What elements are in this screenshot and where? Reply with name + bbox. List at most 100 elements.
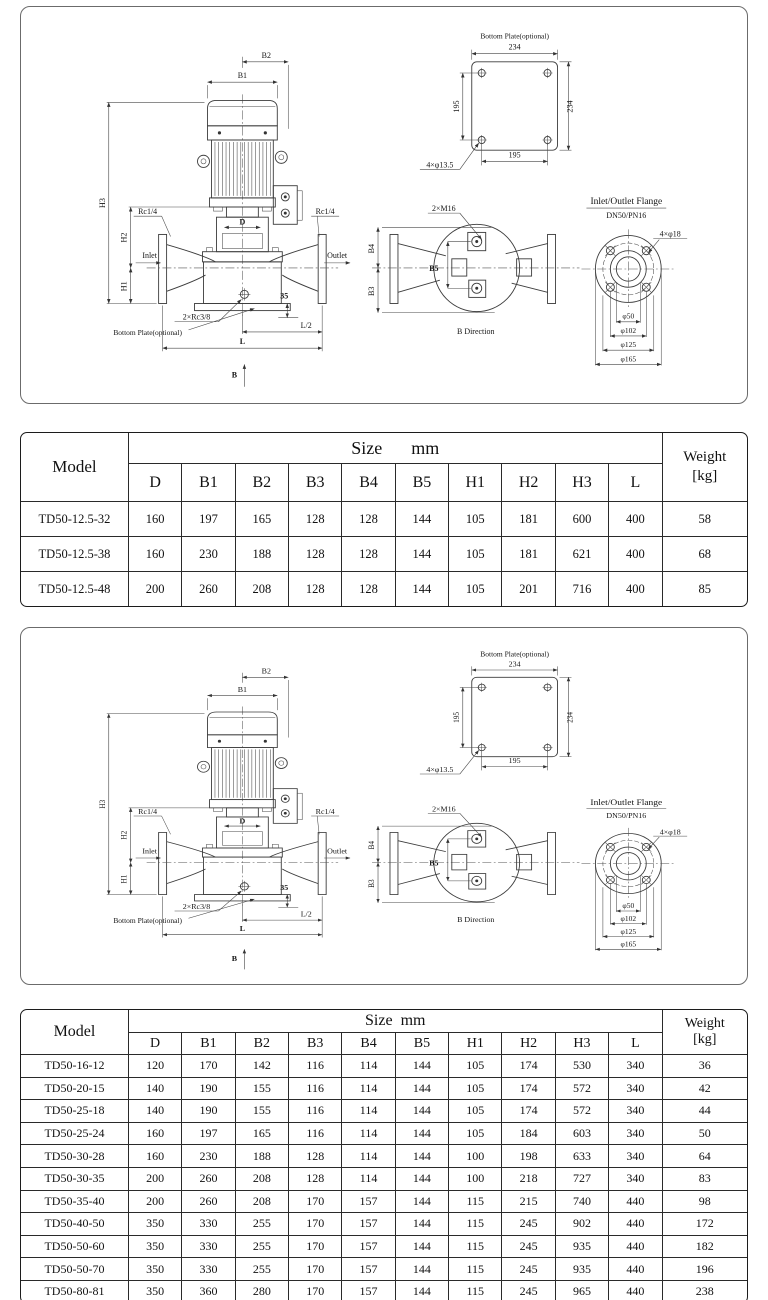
size-cell: 350 [127,1279,183,1300]
label-rc14-left: Rc1/4 [138,808,157,817]
b-direction-view: 2×M16 [367,805,580,924]
weight-cell: 44 [661,1099,747,1123]
col-header-b2: B2 [234,463,290,502]
size-cell: 157 [341,1189,396,1214]
size-cell: 330 [181,1212,236,1236]
size-cell: 142 [234,1054,290,1078]
size-cell: 114 [341,1076,396,1101]
size-cell: 350 [127,1234,183,1259]
size-cell: 170 [288,1234,343,1259]
size-cell: 128 [341,501,396,537]
size-cell: 330 [181,1257,236,1281]
dim-label-l2: L/2 [301,910,312,919]
size-cell: 115 [448,1212,503,1236]
size-cell: 260 [181,1166,236,1191]
size-cell: 144 [394,1166,450,1191]
size-cell: 116 [288,1099,343,1123]
label-flange-bolts: 4×φ18 [660,828,681,837]
size-cell: 120 [127,1054,183,1078]
model-cell: TD50-25-24 [21,1121,129,1146]
size-cell: 155 [234,1099,290,1123]
size-cell: 144 [394,1054,450,1078]
pump-dimension-drawing: D B2 [98,31,688,387]
weight-header-unit: [kg] [693,1032,717,1047]
dim-label-h1: H1 [119,874,128,883]
col-header-h1: H1 [448,463,503,502]
size-cell: 350 [127,1257,183,1281]
model-cell: TD50-25-18 [21,1099,129,1123]
size-cell: 144 [394,1076,450,1101]
size-cell: 170 [288,1257,343,1281]
weight-cell: 238 [661,1279,747,1300]
col-header-b1: B1 [181,1032,236,1055]
weight-cell: 83 [661,1166,747,1191]
size-cell: 530 [554,1054,610,1078]
weight-cell: 98 [661,1189,747,1214]
size-cell: 400 [608,501,663,537]
dim-plate-left: 195 [452,100,461,112]
weight-header-word: Weight [684,1015,725,1031]
size-cell: 128 [288,501,343,537]
size-cell: 144 [394,1189,450,1214]
dim-label-h3: H3 [98,198,107,208]
size-cell: 350 [127,1212,183,1236]
col-header-d: D [128,463,183,502]
dim-label-l: L [240,337,246,346]
size-cell: 621 [554,536,610,572]
model-cell: TD50-50-70 [21,1257,129,1281]
size-cell: 340 [608,1099,663,1123]
size-cell: 200 [127,571,183,606]
size-cell: 144 [394,1099,450,1123]
col-header-b3: B3 [288,1032,343,1055]
size-cell: 144 [394,1279,450,1300]
size-cell: 198 [501,1144,556,1168]
size-cell: 215 [501,1189,556,1214]
size-cell: 105 [448,501,503,537]
size-cell: 181 [501,536,556,572]
dim-plate-bottom: 195 [509,756,521,765]
size-cell: 197 [181,501,236,537]
size-cell: 105 [448,1054,503,1078]
model-cell: TD50-16-12 [21,1054,129,1078]
model-cell: TD50-35-40 [21,1189,129,1214]
weight-header: Weight [kg] [661,433,747,502]
size-cell: 440 [608,1279,663,1300]
dim-flange-bolt-circle: φ125 [621,928,637,936]
model-header: Model [21,1010,129,1055]
dim-label-b1: B1 [238,71,247,80]
size-cell: 114 [341,1121,396,1146]
size-cell: 128 [288,536,343,572]
size-cell: 155 [234,1076,290,1101]
size-cell: 100 [448,1144,503,1168]
dim-flange-bore: φ50 [622,312,634,321]
flange-subtitle: DN50/PN16 [606,811,646,820]
label-b-arrow: B [232,954,237,963]
drawing-panel-2: D B2 [20,627,748,985]
model-cell: TD50-40-50 [21,1212,129,1236]
size-cell: 105 [448,1121,503,1146]
size-cell: 440 [608,1234,663,1259]
size-cell: 174 [501,1054,556,1078]
size-cell: 245 [501,1234,556,1259]
dim-label-l: L [240,924,245,933]
size-cell: 144 [394,536,450,572]
size-cell: 200 [127,1189,183,1214]
size-cell: 157 [341,1234,396,1259]
size-cell: 935 [554,1257,610,1281]
bottom-plate-title: Bottom Plate(optional) [480,651,549,659]
col-header-b2: B2 [234,1032,290,1055]
col-header-h3: H3 [554,1032,610,1055]
dim-label-b5: B5 [429,859,438,868]
size-cell: 174 [501,1076,556,1101]
label-rc14-left: Rc1/4 [138,207,157,216]
size-cell: 190 [181,1076,236,1101]
model-header: Model [21,433,129,502]
size-cell: 157 [341,1279,396,1300]
size-cell: 114 [341,1099,396,1123]
size-cell: 105 [448,1099,503,1123]
